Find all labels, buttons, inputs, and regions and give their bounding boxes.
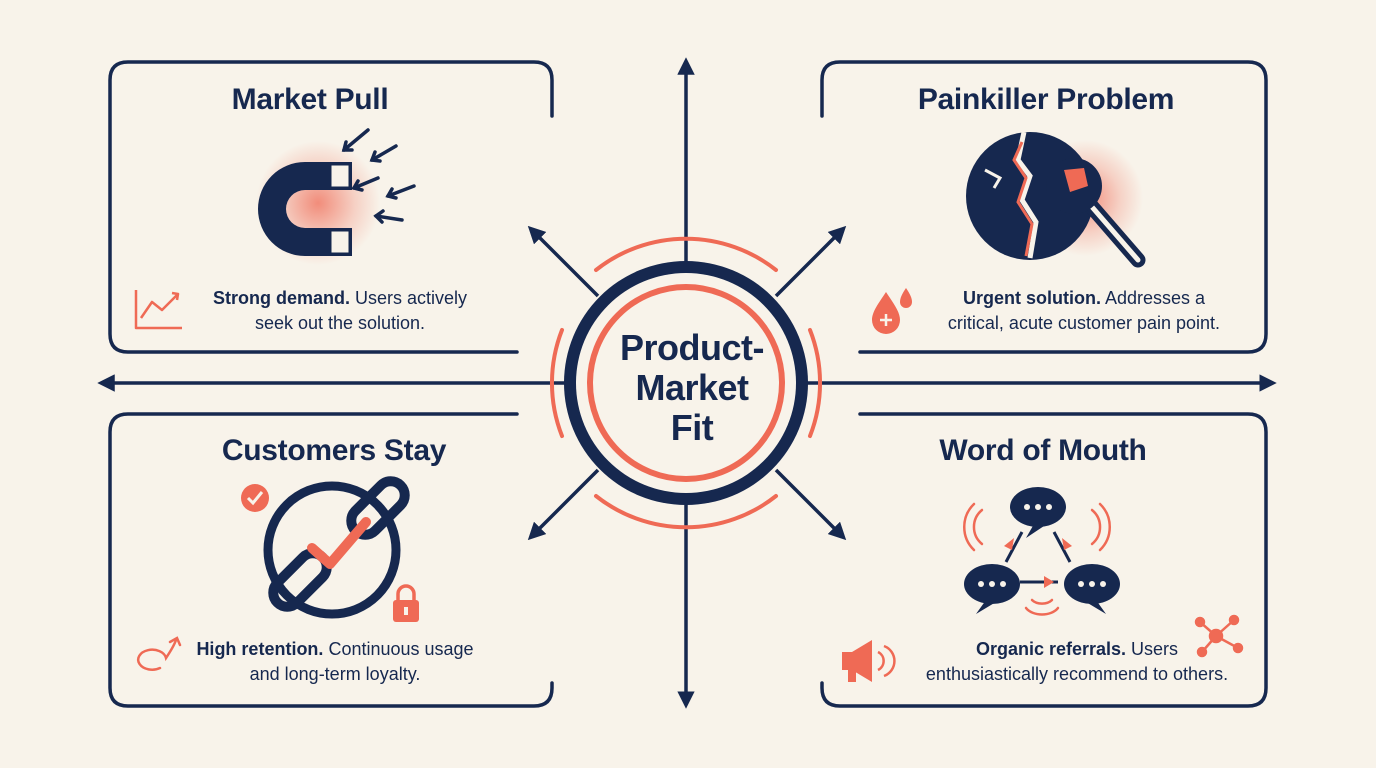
- customers-stay-frame: [108, 412, 554, 708]
- market-pull-text: Users actively: [349, 288, 468, 308]
- painkiller-frame: [820, 60, 1268, 354]
- speech-bubbles-icon: [963, 487, 1120, 616]
- diagonal-arrow-ne: [774, 225, 847, 298]
- word-of-mouth-frame: [820, 412, 1268, 708]
- customers-stay-text: Continuous usage: [323, 639, 474, 659]
- painkiller-description: Urgent solution. Addresses a critical, a…: [904, 286, 1264, 336]
- customers-stay-description: High retention. Continuous usage and lon…: [190, 637, 480, 687]
- center-label-line-3: Fit: [670, 407, 714, 448]
- customers-stay-title: Customers Stay: [221, 434, 447, 467]
- painkiller-text: Addresses a: [1100, 288, 1206, 308]
- market-pull-lead: Strong demand.: [212, 288, 350, 308]
- diagonal-arrow-sw: [527, 468, 600, 541]
- diagonal-arrow-se: [774, 468, 847, 541]
- word-of-mouth-description: Organic referrals. Users enthusiasticall…: [896, 637, 1258, 687]
- magnet-icon: [256, 128, 416, 265]
- customers-stay-line-2: and long-term loyalty.: [249, 664, 421, 684]
- diagonal-arrow-nw: [527, 225, 600, 298]
- trend-chart-icon: [134, 290, 182, 330]
- word-of-mouth-line-2: enthusiastically recommend to others.: [925, 664, 1229, 684]
- word-of-mouth-text: Users: [1126, 639, 1179, 659]
- center-label-line-1: Product-: [620, 327, 765, 368]
- market-pull-line-2: seek out the solution.: [254, 313, 426, 333]
- broken-wrench-icon: [966, 131, 1146, 268]
- market-pull-title: Market Pull: [231, 83, 389, 116]
- painkiller-lead: Urgent solution.: [962, 288, 1101, 308]
- center-hub: [550, 236, 822, 530]
- market-pull-description: Strong demand. Users actively seek out t…: [190, 286, 490, 336]
- center-label-line-2: Market: [635, 367, 749, 408]
- retention-loop-icon: [136, 636, 182, 671]
- market-pull-frame: [108, 60, 554, 354]
- lock-icon: [393, 584, 419, 622]
- painkiller-title: Painkiller Problem: [917, 83, 1175, 116]
- network-nodes-icon: [1194, 614, 1244, 658]
- megaphone-icon: [842, 640, 896, 682]
- blood-drop-icon: [872, 288, 912, 334]
- word-of-mouth-title: Word of Mouth: [939, 434, 1147, 467]
- word-of-mouth-lead: Organic referrals.: [975, 639, 1127, 659]
- customers-stay-lead: High retention.: [196, 639, 324, 659]
- painkiller-line-2: critical, acute customer pain point.: [947, 313, 1221, 333]
- center-label: Product- Market Fit: [582, 328, 802, 448]
- chain-link-icon: [241, 476, 410, 619]
